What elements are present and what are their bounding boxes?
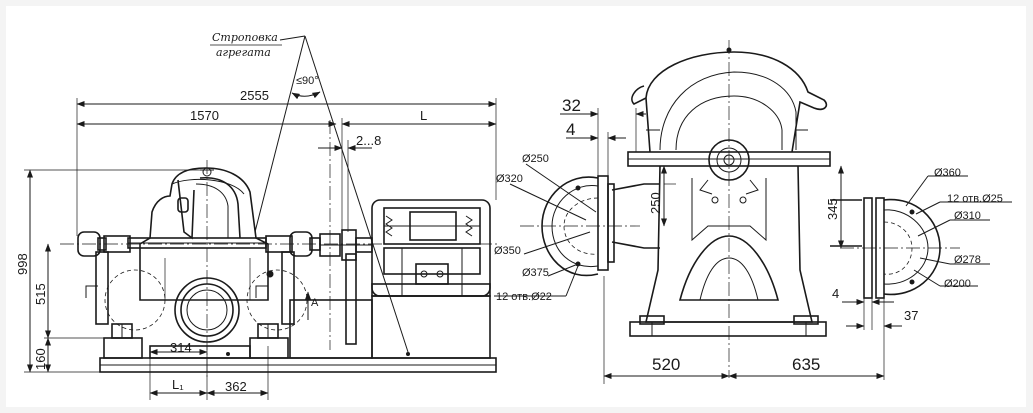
dim-362: 362	[225, 379, 247, 394]
dim-d375: Ø375	[522, 267, 549, 279]
base-frame	[99, 295, 497, 373]
dim-998: 998	[15, 253, 30, 275]
dim-4-bottom: 4	[832, 286, 839, 301]
dim-motor-L: L	[420, 108, 427, 123]
slinging-note-line2: агрегата	[216, 46, 271, 59]
slinging-note-line1: Строповка	[212, 31, 278, 44]
dim-holes-22: 12 отв.Ø22	[496, 291, 552, 303]
slinging-ropes	[226, 35, 410, 356]
right-dimensions	[494, 108, 1012, 384]
pump-pedestal	[629, 165, 827, 337]
dim-515: 515	[33, 283, 48, 305]
dim-L1: L₁	[172, 377, 184, 392]
coupling	[319, 229, 373, 345]
left-view-unit: Строповка агрегата ≤90° A	[15, 31, 500, 400]
pump-bearing-plate	[77, 231, 321, 325]
dim-d320: Ø320	[496, 173, 523, 185]
volute-casing	[631, 51, 828, 153]
dim-250: 250	[648, 192, 663, 214]
dim-coupling-gap: 2...8	[356, 133, 381, 148]
dim-holes-25: 12 отв.Ø25	[947, 193, 1003, 205]
angle-label: ≤90°	[296, 75, 319, 87]
dim-635: 635	[792, 355, 820, 374]
dim-d360: Ø360	[934, 167, 961, 179]
dim-4-top: 4	[566, 120, 575, 139]
dim-520: 520	[652, 355, 680, 374]
dim-1570: 1570	[190, 108, 219, 123]
dim-d350: Ø350	[494, 245, 521, 257]
dim-32: 32	[562, 96, 581, 115]
dim-d310: Ø310	[954, 210, 981, 222]
electric-motor	[371, 199, 491, 297]
dim-2555: 2555	[240, 88, 269, 103]
pump-casing	[85, 167, 308, 343]
dim-314: 314	[170, 340, 192, 355]
left-dimensions	[24, 98, 497, 400]
right-view-pump: 32 4 Ø250 Ø320 Ø350 Ø375 12 отв.Ø22 250 …	[494, 40, 1012, 384]
dim-345: 345	[825, 198, 840, 220]
drawing-sheet	[6, 6, 1026, 407]
dim-d278: Ø278	[954, 254, 981, 266]
dim-160: 160	[33, 348, 48, 370]
dim-d250: Ø250	[522, 153, 549, 165]
dim-37: 37	[904, 308, 918, 323]
view-label-a: A	[311, 297, 319, 309]
dim-d200: Ø200	[944, 278, 971, 290]
